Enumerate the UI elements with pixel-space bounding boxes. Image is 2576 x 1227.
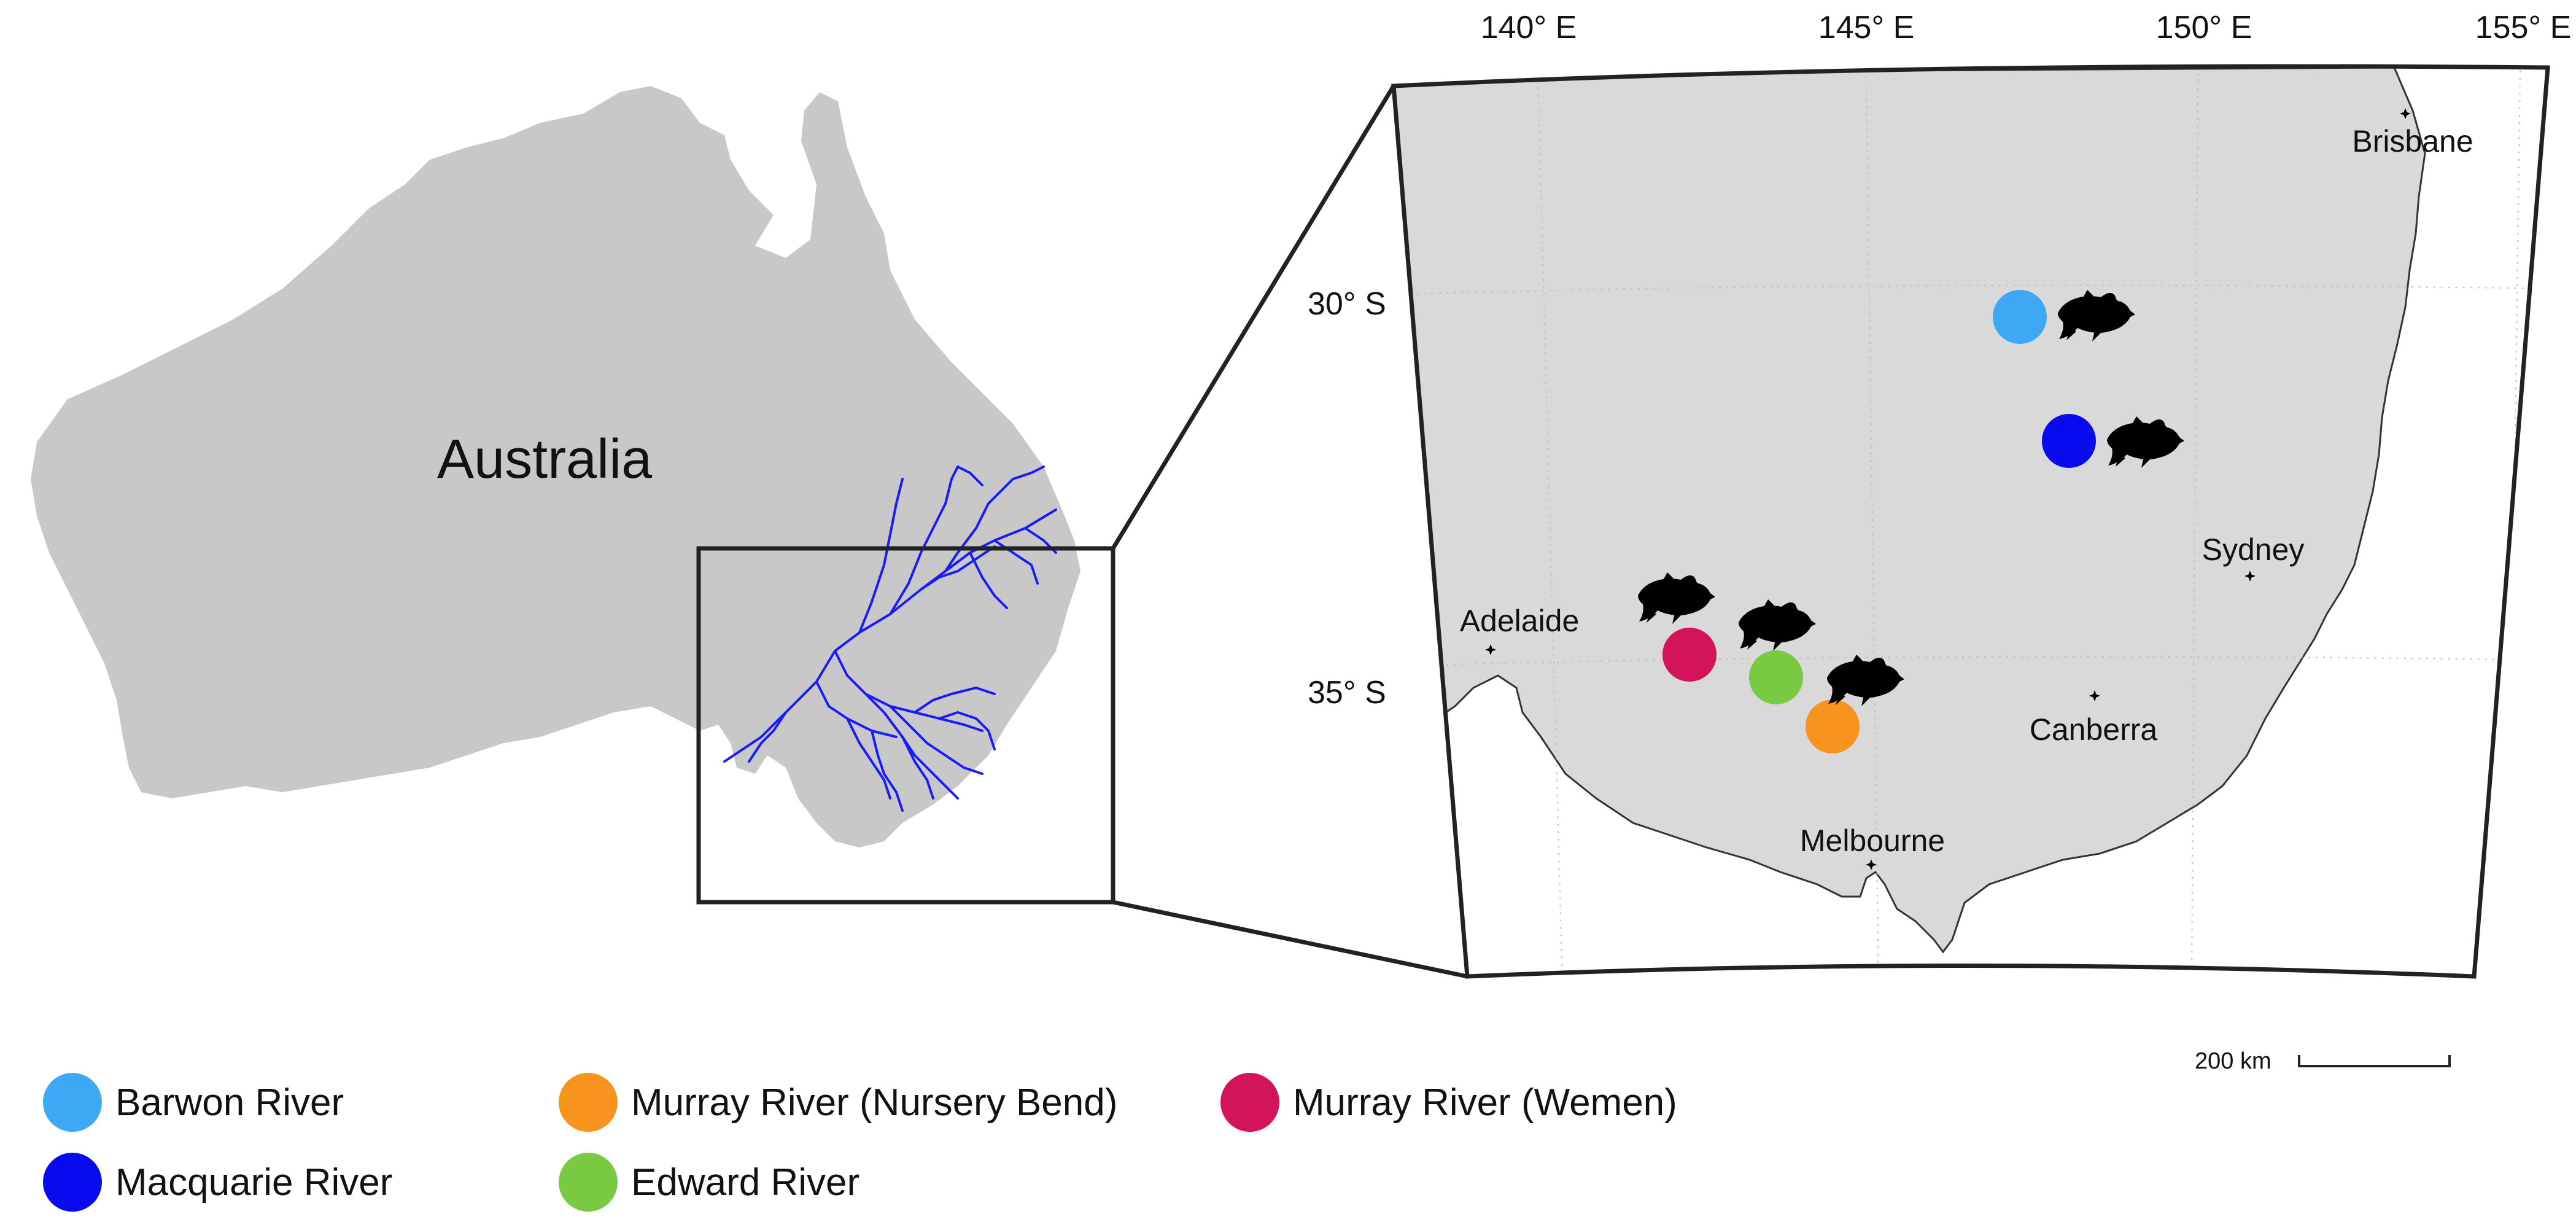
legend: Barwon River Murray River (Nursery Bend)… xyxy=(43,1069,1823,1222)
site-marker-edward xyxy=(1749,650,1803,704)
latitude-labels: 30° S 35° S xyxy=(1308,286,1386,711)
legend-item-wemen: Murray River (Wemen) xyxy=(1220,1069,1677,1136)
legend-swatch-edward xyxy=(559,1153,618,1212)
city-sydney: Sydney xyxy=(2202,532,2305,582)
inset-frame-border xyxy=(1391,64,2550,979)
city-adelaide: Adelaide xyxy=(1460,604,1580,655)
lon-label-140: 140° E xyxy=(1481,10,1577,45)
lon-label-145: 145° E xyxy=(1818,10,1915,45)
legend-swatch-nursery-bend xyxy=(559,1073,618,1132)
city-melbourne: Melbourne xyxy=(1800,824,1945,870)
legend-label-macquarie: Macquarie River xyxy=(115,1161,393,1204)
cities: Brisbane Sydney Adelaide Canberra Melbou… xyxy=(1460,108,2473,870)
site-marker-macquarie xyxy=(2042,414,2096,468)
scale-bar-line xyxy=(2298,1055,2451,1067)
longitude-labels: 140° E 145° E 150° E 155° E xyxy=(1481,10,2572,45)
legend-label-edward: Edward River xyxy=(631,1161,860,1204)
scale-bar-label: 200 km xyxy=(2195,1048,2271,1074)
site-marker-nursery-bend xyxy=(1806,699,1860,754)
city-label-sydney: Sydney xyxy=(2202,532,2305,567)
city-label-melbourne: Melbourne xyxy=(1800,824,1945,858)
lat-label-30: 30° S xyxy=(1308,286,1386,322)
lat-label-35: 35° S xyxy=(1308,675,1386,711)
site-marker-wemen xyxy=(1662,628,1717,682)
connector-line-top xyxy=(1111,85,1395,550)
legend-item-barwon: Barwon River xyxy=(43,1069,344,1136)
inset-extent-box xyxy=(696,546,1115,905)
australia-landmass xyxy=(31,86,1080,847)
legend-item-nursery-bend: Murray River (Nursery Bend) xyxy=(559,1069,1117,1136)
country-label: Australia xyxy=(437,429,653,490)
australia-overview-map: Australia xyxy=(31,86,1115,905)
legend-item-macquarie: Macquarie River xyxy=(43,1148,392,1216)
connector-line-bottom xyxy=(1112,900,1468,979)
legend-label-barwon: Barwon River xyxy=(115,1081,344,1124)
city-label-canberra: Canberra xyxy=(2030,712,2158,747)
legend-swatch-wemen xyxy=(1220,1073,1279,1132)
site-marker-barwon xyxy=(1993,290,2047,344)
legend-swatch-barwon xyxy=(43,1073,102,1132)
lon-label-155: 155° E xyxy=(2475,10,2572,45)
legend-item-edward: Edward River xyxy=(559,1148,859,1216)
inset-map: 140° E 145° E 150° E 155° E 30° S 35° S … xyxy=(1308,10,2572,979)
city-canberra: Canberra xyxy=(2030,690,2158,747)
scale-bar: 200 km xyxy=(2195,1048,2451,1074)
sampling-sites xyxy=(1638,290,2184,754)
city-label-brisbane: Brisbane xyxy=(2352,124,2473,158)
legend-label-nursery-bend: Murray River (Nursery Bend) xyxy=(631,1081,1118,1124)
legend-swatch-macquarie xyxy=(43,1153,102,1212)
city-brisbane: Brisbane xyxy=(2352,108,2473,158)
lon-label-150: 150° E xyxy=(2156,10,2252,45)
city-label-adelaide: Adelaide xyxy=(1460,604,1580,638)
legend-label-wemen: Murray River (Wemen) xyxy=(1293,1081,1677,1124)
